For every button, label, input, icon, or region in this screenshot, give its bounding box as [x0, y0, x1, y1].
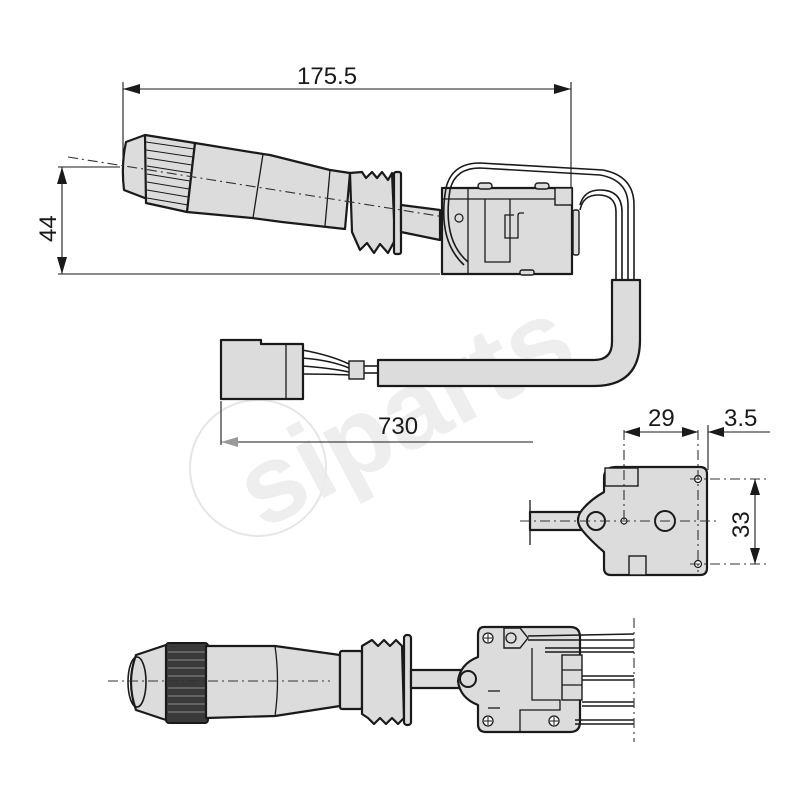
- knurl-lines: [145, 141, 195, 206]
- plate-notch-bottom: [628, 555, 647, 576]
- screw-bottom-right: [548, 715, 560, 727]
- stalk-collar: [338, 649, 364, 711]
- dimension-label-29: 29: [648, 405, 675, 432]
- wire-harness-top: [443, 162, 635, 280]
- dimension-label-3-5: 3.5: [724, 405, 757, 432]
- bottom-side-view: [108, 618, 635, 742]
- pivot-mark: [454, 213, 464, 223]
- wire-harness-bottom: [527, 633, 635, 725]
- knurl-lines-bottom: [168, 651, 206, 713]
- dimension-hole-spacing-33: 33: [728, 479, 760, 564]
- dimension-hole-spacing-29: 29: [624, 405, 698, 437]
- dimension-label-730: 730: [378, 413, 418, 440]
- switch-base-plate: [456, 625, 582, 734]
- connector-wires: [301, 349, 378, 376]
- rubber-bellows-bottom: [360, 638, 406, 726]
- mounting-plate-end-view: 29 3.5 33: [520, 405, 770, 577]
- centerline: [67, 156, 471, 222]
- dimension-offset-3-5: 3.5: [708, 405, 770, 437]
- plate-notch-top: [604, 467, 639, 487]
- terminal-block: [561, 654, 583, 701]
- dimension-label-33: 33: [728, 511, 755, 538]
- switch-housing: [440, 186, 574, 276]
- dimension-cable-length: 730: [220, 401, 533, 447]
- electrical-connector: [219, 338, 305, 401]
- stalk-end-cap-bottom: [129, 643, 168, 722]
- stalk-body-bottom: [204, 644, 342, 720]
- housing-corner-block: [554, 187, 573, 206]
- screw-bottom-left: [482, 715, 494, 727]
- pivot-hole-bottom: [459, 670, 477, 688]
- stalk-shaft-bottom: [409, 668, 463, 690]
- rubber-bellows: [348, 170, 397, 255]
- knurled-ring-bottom: [165, 642, 209, 724]
- cable-sheath: [376, 278, 642, 388]
- dimension-height: 44: [35, 166, 440, 275]
- top-side-view: 175.5 44: [35, 63, 642, 447]
- wire-sleeve: [348, 360, 365, 380]
- screw-top-left: [482, 632, 494, 644]
- dimension-label-44: 44: [35, 215, 62, 242]
- dimension-label-175-5: 175.5: [297, 63, 357, 90]
- stalk-shaft: [399, 203, 442, 242]
- end-view-cable: [528, 510, 587, 532]
